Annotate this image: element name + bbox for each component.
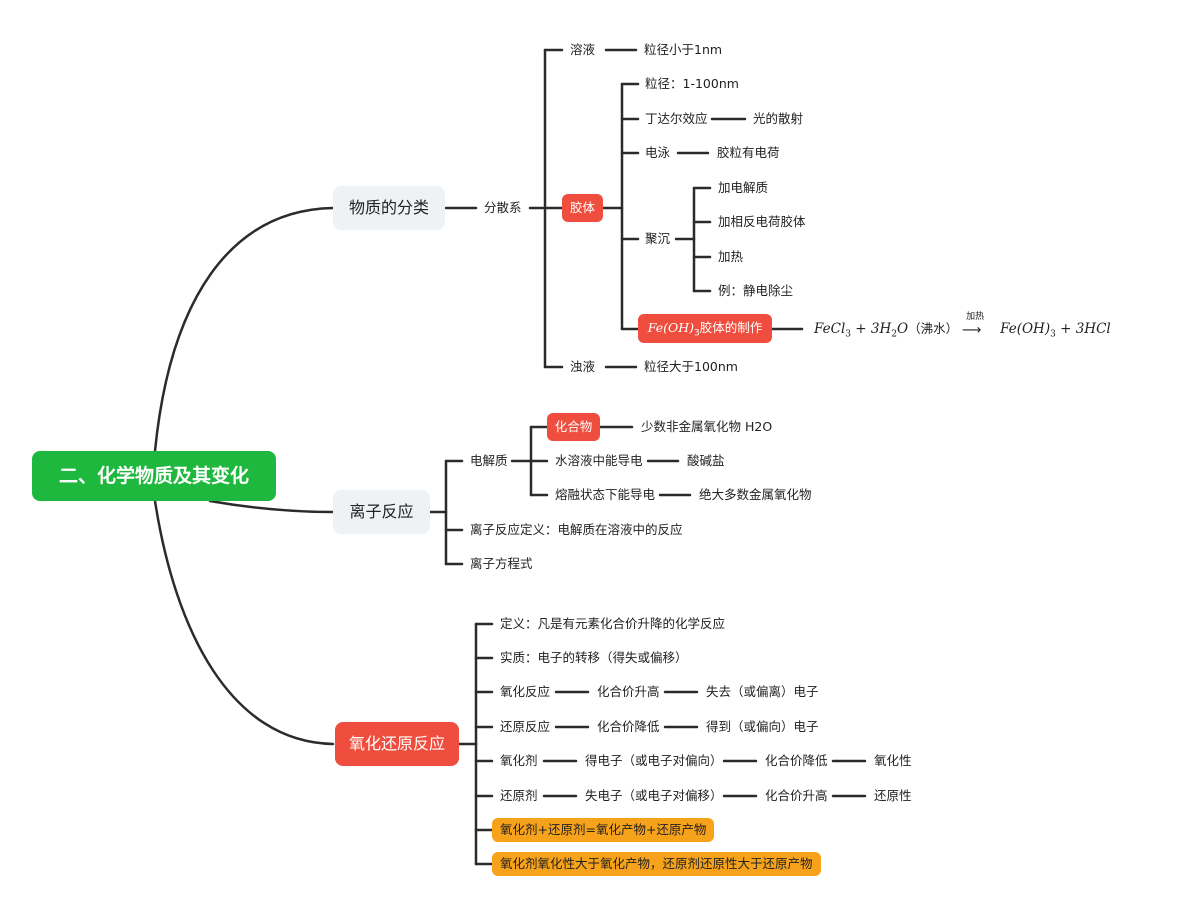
aqueous-conductive-node[interactable]: 水溶液中能导电 xyxy=(555,453,643,468)
feoh3-colloid-preparation-node[interactable]: Fe(OH)3胶体的制作 xyxy=(638,314,772,343)
colloid-node[interactable]: 胶体 xyxy=(562,194,603,222)
reduction-valence[interactable]: 化合价降低 xyxy=(597,719,660,734)
feoh3-subscript: 3 xyxy=(694,328,700,339)
electrophoresis-detail[interactable]: 胶粒有电荷 xyxy=(717,145,780,160)
oxidation-reaction-node[interactable]: 氧化反应 xyxy=(500,684,551,699)
molten-detail[interactable]: 绝大多数金属氧化物 xyxy=(699,487,812,502)
compound-detail[interactable]: 少数非金属氧化物 H2O xyxy=(641,419,773,434)
arrow-icon: ⟶ xyxy=(962,321,982,338)
root-node[interactable]: 二、化学物质及其变化 xyxy=(32,451,276,501)
oxidizing-agent-electron[interactable]: 得电子（或电子对偏向） xyxy=(585,753,723,768)
reaction-arrow: 加热⟶ xyxy=(962,312,996,338)
suspension-detail[interactable]: 粒径大于100nm xyxy=(644,359,738,374)
dispersion-system-node[interactable]: 分散系 xyxy=(484,200,522,215)
coagulation-node[interactable]: 聚沉 xyxy=(645,231,671,246)
oxidizing-agent-node[interactable]: 氧化剂 xyxy=(500,753,538,768)
eq-feoh: Fe(OH) xyxy=(1000,321,1051,337)
feoh3-label: 胶体的制作 xyxy=(699,320,763,335)
reducing-agent-node[interactable]: 还原剂 xyxy=(500,788,538,803)
oxidation-valence[interactable]: 化合价升高 xyxy=(597,684,660,699)
eq-sub: 2 xyxy=(891,329,897,340)
electrophoresis-node[interactable]: 电泳 xyxy=(645,145,671,160)
coagulation-item[interactable]: 例：静电除尘 xyxy=(718,283,794,298)
reducing-agent-electron[interactable]: 失电子（或电子对偏移） xyxy=(585,788,723,803)
solution-node[interactable]: 溶液 xyxy=(570,42,596,57)
reducing-agent-valence[interactable]: 化合价升高 xyxy=(765,788,828,803)
redox-essence[interactable]: 实质：电子的转移（得失或偏移） xyxy=(500,650,688,665)
eq-o: O xyxy=(897,321,909,337)
oxidation-electron[interactable]: 失去（或偏离）电子 xyxy=(706,684,819,699)
reducing-property[interactable]: 还原性 xyxy=(874,788,912,803)
reduction-electron[interactable]: 得到（或偏向）电子 xyxy=(706,719,819,734)
redox-definition[interactable]: 定义：凡是有元素化合价升降的化学反应 xyxy=(500,616,726,631)
compound-node[interactable]: 化合物 xyxy=(547,413,600,441)
redox-strength-note[interactable]: 氧化剂氧化性大于氧化产物，还原剂还原性大于还原产物 xyxy=(492,852,821,876)
eq-hcl: + 3HCl xyxy=(1055,321,1111,337)
category-redox[interactable]: 氧化还原反应 xyxy=(335,722,459,766)
oxidizing-property[interactable]: 氧化性 xyxy=(874,753,912,768)
redox-conservation-note[interactable]: 氧化剂+还原剂=氧化产物+还原产物 xyxy=(492,818,715,842)
tyndall-effect-node[interactable]: 丁达尔效应 xyxy=(645,111,708,126)
coagulation-item[interactable]: 加电解质 xyxy=(718,180,769,195)
ionic-reaction-definition[interactable]: 离子反应定义：电解质在溶液中的反应 xyxy=(470,522,683,537)
ionic-equation-node[interactable]: 离子方程式 xyxy=(470,556,533,571)
suspension-node[interactable]: 浊液 xyxy=(570,359,596,374)
eq-sub: 3 xyxy=(1050,329,1056,340)
category-classification[interactable]: 物质的分类 xyxy=(333,186,445,230)
arrow-label: 加热 xyxy=(966,311,985,322)
preparation-equation: FeCl3 + 3H2O（沸水）加热⟶Fe(OH)3 + 3HCl xyxy=(814,312,1111,340)
molten-conductive-node[interactable]: 熔融状态下能导电 xyxy=(555,487,656,502)
coagulation-item[interactable]: 加相反电荷胶体 xyxy=(718,214,806,229)
eq-boiling-water: （沸水） xyxy=(908,321,959,336)
eq-fecl: FeCl xyxy=(814,321,846,337)
aqueous-detail[interactable]: 酸碱盐 xyxy=(687,453,725,468)
tyndall-detail[interactable]: 光的散射 xyxy=(753,111,804,126)
oxidizing-agent-valence[interactable]: 化合价降低 xyxy=(765,753,828,768)
colloid-particle-size[interactable]: 粒径：1-100nm xyxy=(645,76,739,91)
feoh3-formula: Fe(OH) xyxy=(647,320,695,335)
category-ionic-reaction[interactable]: 离子反应 xyxy=(333,490,430,534)
eq-sub: 3 xyxy=(845,329,851,340)
electrolyte-node[interactable]: 电解质 xyxy=(470,453,508,468)
coagulation-item[interactable]: 加热 xyxy=(718,249,744,264)
reduction-reaction-node[interactable]: 还原反应 xyxy=(500,719,551,734)
eq-h: + 3H xyxy=(851,321,892,337)
solution-detail[interactable]: 粒径小于1nm xyxy=(644,42,723,57)
